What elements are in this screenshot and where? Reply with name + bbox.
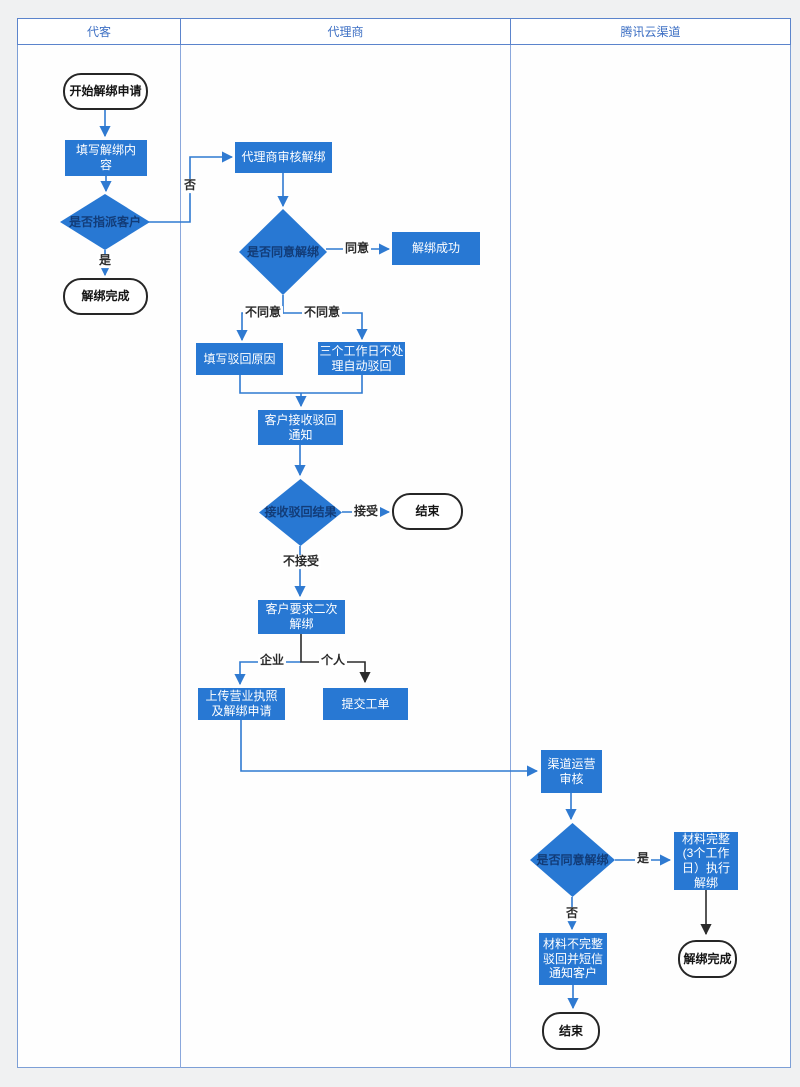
lane-divider [180, 45, 181, 1068]
edge-label-personal: 个人 [318, 653, 348, 668]
lane-header-label: 代客 [86, 25, 111, 39]
node-auto-reject: 三个工作日不处 理自动驳回 [318, 342, 405, 375]
node-unbind-success: 解绑成功 [392, 232, 480, 265]
node-agent-review: 代理商审核解绑 [235, 142, 332, 173]
node-second-unbind-request: 客户要求二次 解绑 [258, 600, 345, 634]
node-end-2: 结束 [542, 1012, 600, 1050]
edge-label-not-accept: 不接受 [280, 554, 322, 569]
edge-label-enterprise: 企业 [257, 653, 287, 668]
lane-header-agent: 代理商 [180, 18, 511, 45]
node-customer-receive-reject-notice: 客户接收驳回 通知 [258, 410, 343, 445]
lane-divider [510, 45, 511, 1068]
node-material-complete-execute: 材料完整 (3个工作 日）执行 解绑 [674, 832, 738, 890]
node-material-incomplete-reject: 材料不完整 驳回并短信 通知客户 [539, 933, 607, 985]
node-channel-ops-review: 渠道运营 审核 [541, 750, 602, 793]
node-fill-reject-reason: 填写驳回原因 [196, 343, 283, 375]
edge-label-accept: 接受 [351, 504, 381, 519]
node-submit-ticket: 提交工单 [323, 688, 408, 720]
edge-label-agree: 同意 [342, 241, 372, 256]
lane-header-label: 腾讯云渠道 [620, 25, 681, 39]
lane-header-customer: 代客 [17, 18, 181, 45]
node-fill-unbind-content: 填写解绑内 容 [65, 140, 147, 176]
node-unbind-done-2: 解绑完成 [678, 940, 737, 978]
edge-label-no-1: 否 [181, 178, 199, 193]
node-start: 开始解绑申请 [63, 73, 148, 110]
lane-header-tencent-channel: 腾讯云渠道 [510, 18, 791, 45]
node-unbind-done-1: 解绑完成 [63, 278, 148, 315]
edge-label-yes-2: 是 [634, 851, 652, 866]
node-upload-license: 上传营业执照 及解绑申请 [198, 688, 285, 720]
edge-label-yes-1: 是 [96, 253, 114, 268]
edge-label-disagree-right: 不同意 [301, 305, 343, 320]
diagram-frame [17, 18, 791, 1068]
edge-label-no-2: 否 [563, 906, 581, 921]
edge-label-disagree-left: 不同意 [242, 305, 284, 320]
node-end-1: 结束 [392, 493, 463, 530]
lane-header-label: 代理商 [327, 25, 364, 39]
